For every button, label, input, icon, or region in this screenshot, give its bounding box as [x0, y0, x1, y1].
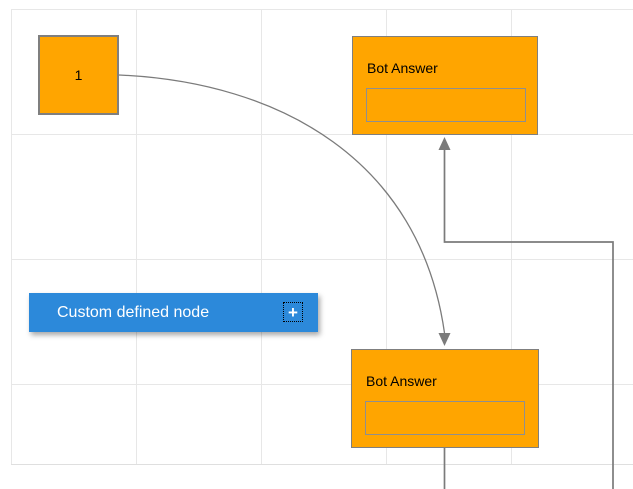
node-bot-answer-top-title: Bot Answer	[367, 60, 438, 76]
node-custom-defined[interactable]: Custom defined node +	[29, 293, 318, 332]
node-start-label: 1	[74, 67, 83, 83]
connector-bezier[interactable]	[118, 74, 446, 334]
node-custom-defined-label: Custom defined node	[57, 303, 210, 321]
node-bot-answer-top-textbox[interactable]	[366, 88, 526, 122]
node-bot-answer-bottom-title: Bot Answer	[366, 373, 437, 389]
node-bot-answer-bottom[interactable]: Bot Answer	[351, 349, 539, 448]
add-button[interactable]: +	[283, 302, 303, 322]
connector-orthogonal[interactable]	[443, 150, 614, 489]
node-start[interactable]: 1	[38, 35, 119, 115]
node-bot-answer-top[interactable]: Bot Answer	[352, 36, 538, 135]
node-bot-answer-bottom-textbox[interactable]	[365, 401, 525, 435]
plus-icon: +	[288, 302, 298, 322]
arrowhead-down-icon	[438, 333, 451, 346]
arrowhead-up-icon	[438, 137, 451, 150]
